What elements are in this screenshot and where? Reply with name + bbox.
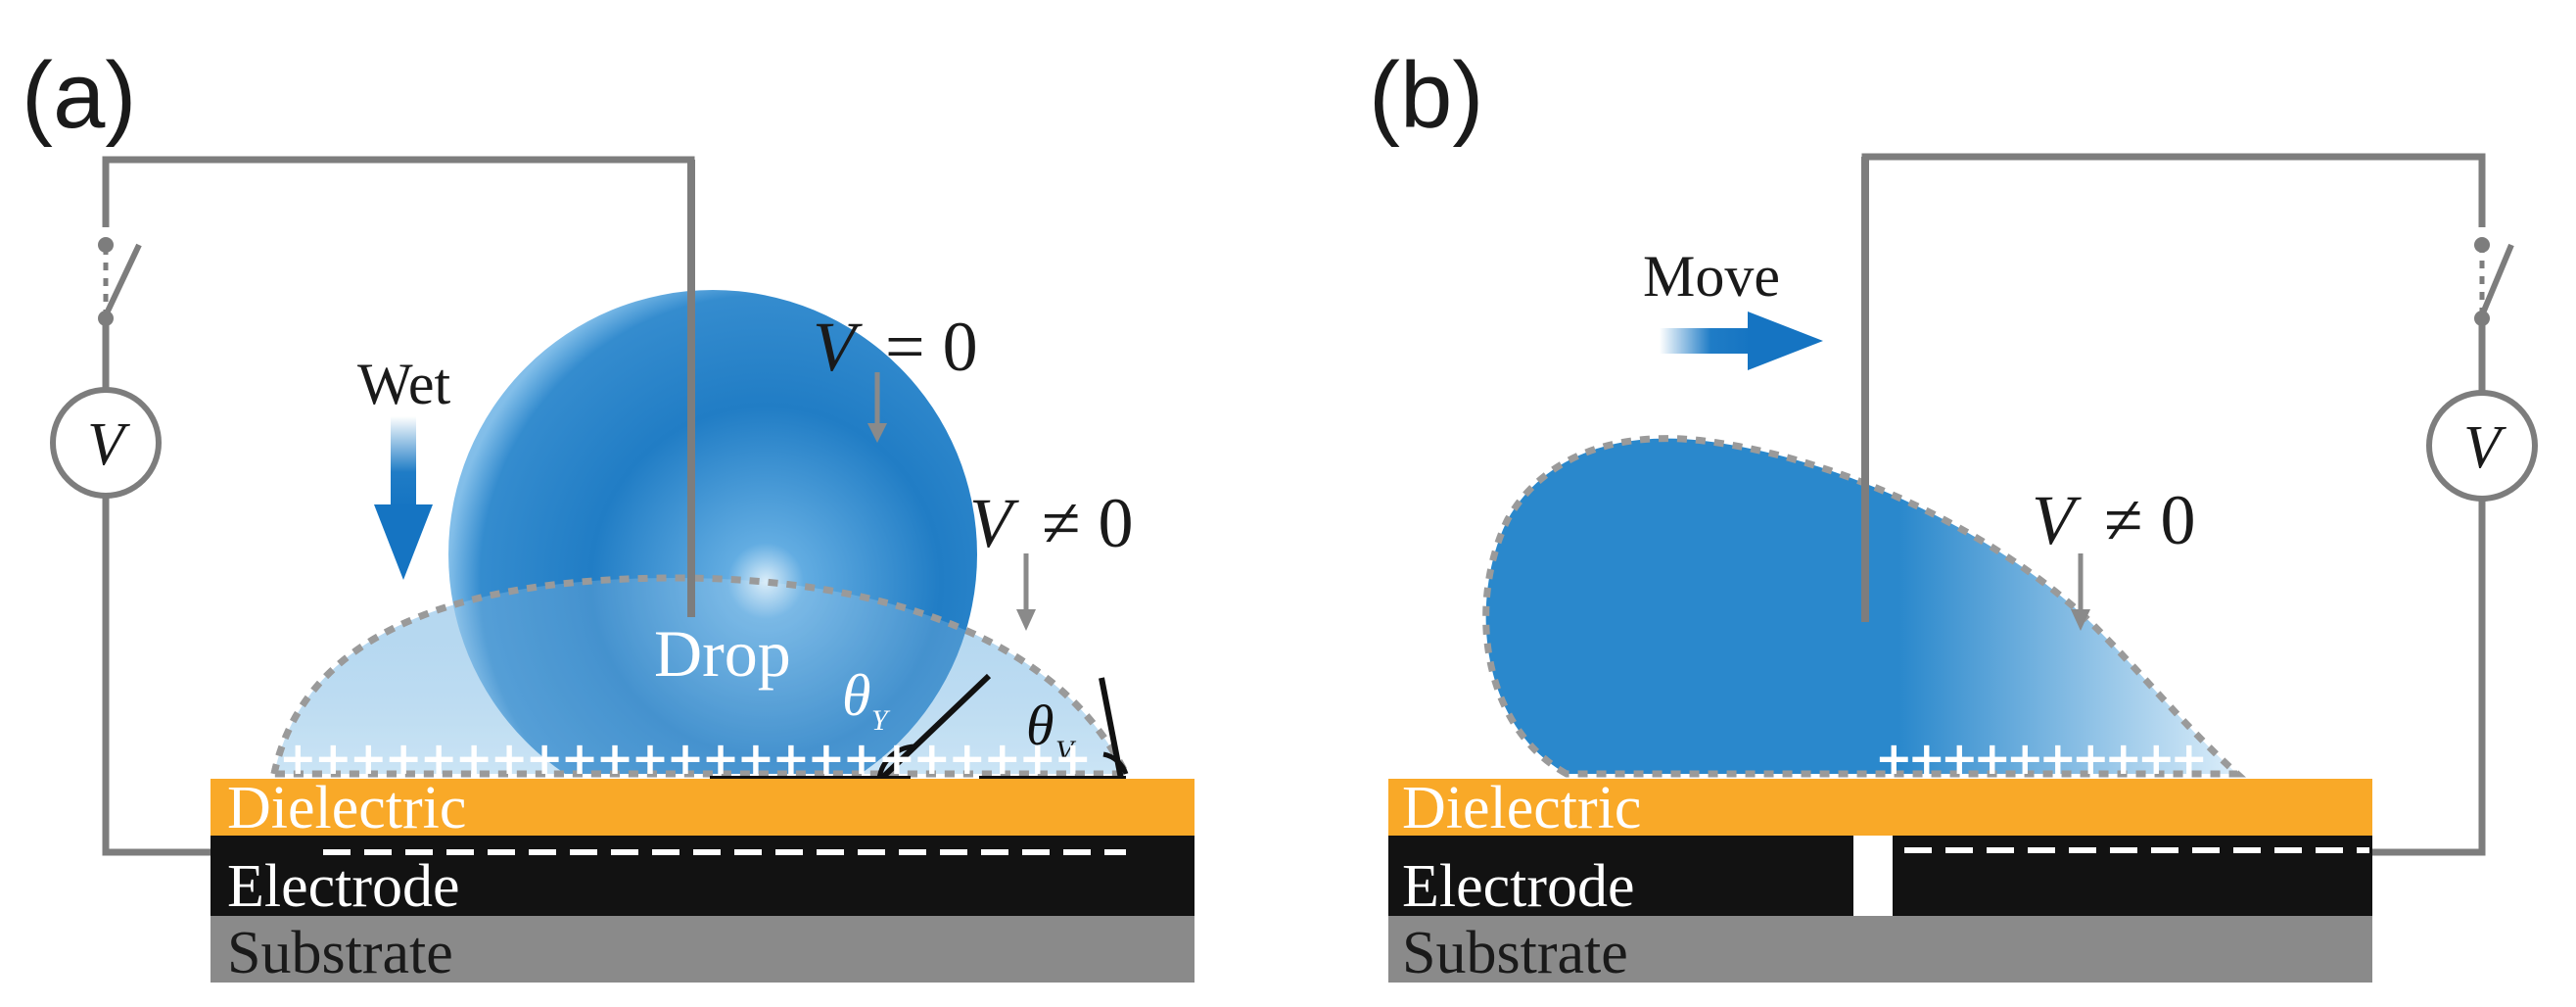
source-label-a: V	[87, 411, 130, 478]
panel-a-label: (a)	[22, 43, 136, 148]
move-arrow-icon	[1660, 312, 1823, 370]
theta-v-symbol: θ	[1026, 694, 1054, 757]
v-nonzero-arrow-icon-a	[1016, 553, 1036, 631]
substrate-layer-b	[1388, 916, 2372, 983]
electrode-layer-b-left	[1388, 836, 1853, 916]
switch-icon-b	[2474, 237, 2514, 326]
theta-v-subscript: V	[1055, 735, 1077, 767]
v-zero-label: V = 0	[813, 308, 978, 386]
electrode-label-a: Electrode	[227, 853, 460, 920]
source-label-b: V	[2463, 414, 2506, 481]
switch-icon	[98, 237, 142, 326]
substrate-layer-a	[211, 916, 1194, 983]
positive-charges-b: ++++++++++	[1875, 732, 2208, 785]
wet-arrow-icon	[374, 416, 433, 580]
sphere-drop-a	[448, 290, 977, 774]
theta-y-symbol: θ	[842, 663, 870, 728]
move-label: Move	[1643, 244, 1780, 309]
wet-label: Wet	[357, 352, 450, 416]
positive-charges-a: +++++++++++++++++++++++	[279, 732, 1092, 785]
dielectric-layer-a	[211, 779, 1194, 836]
theta-y-subscript: Y	[871, 704, 891, 737]
v-nonzero-label-b: V ≠ 0	[2032, 481, 2196, 559]
electrode-label-b: Electrode	[1402, 853, 1635, 920]
electrode-gap-b	[1853, 836, 1893, 916]
electrode-layer-a	[211, 836, 1194, 916]
v-nonzero-arrow-icon-b	[2071, 553, 2090, 631]
voltage-source-icon: V	[50, 387, 162, 499]
panel-a: (a) V Wet V = 0	[22, 43, 1194, 986]
voltage-source-icon-b: V	[2426, 390, 2538, 502]
substrate-label-a: Substrate	[227, 920, 453, 986]
panel-b-label: (b)	[1369, 43, 1483, 148]
drop-label: Drop	[654, 616, 791, 691]
dielectric-label-a: Dielectric	[227, 775, 466, 841]
dielectric-label-b: Dielectric	[1402, 775, 1641, 841]
panel-b: (b) V Move V ≠ 0	[1369, 43, 2538, 986]
v-zero-arrow-icon	[867, 372, 887, 443]
dielectric-layer-b	[1388, 779, 2372, 836]
substrate-label-b: Substrate	[1402, 920, 1628, 986]
v-nonzero-label-a: V ≠ 0	[969, 484, 1134, 562]
